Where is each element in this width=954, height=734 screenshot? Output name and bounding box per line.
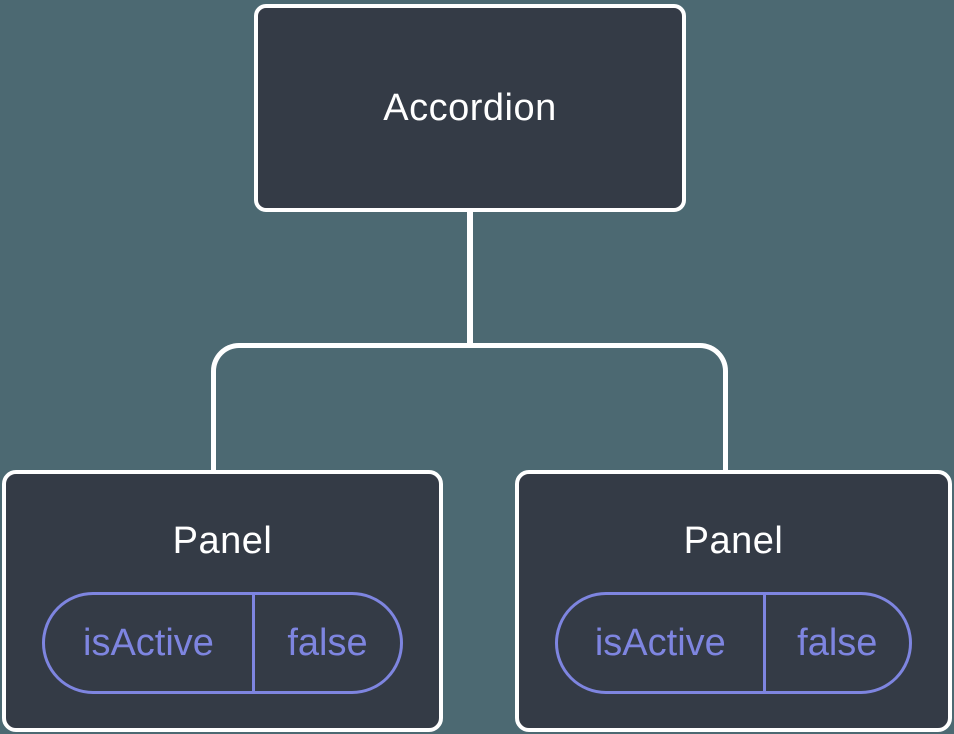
- connector-root-stem: [467, 210, 473, 348]
- connector-branch-bracket: [211, 343, 728, 471]
- state-key-label: isActive: [558, 595, 766, 691]
- state-value-label: false: [797, 621, 878, 664]
- state-pill: isActive false: [42, 592, 403, 694]
- state-pill: isActive false: [555, 592, 912, 694]
- tree-node-accordion: Accordion: [254, 4, 686, 212]
- state-value-label: false: [287, 621, 368, 664]
- state-key-label: isActive: [45, 595, 255, 691]
- tree-node-panel-right: Panel isActive false: [515, 470, 952, 732]
- panel-node-label: Panel: [683, 520, 784, 562]
- panel-node-label: Panel: [172, 520, 273, 562]
- tree-node-panel-left: Panel isActive false: [2, 470, 443, 732]
- accordion-node-label: Accordion: [383, 86, 557, 129]
